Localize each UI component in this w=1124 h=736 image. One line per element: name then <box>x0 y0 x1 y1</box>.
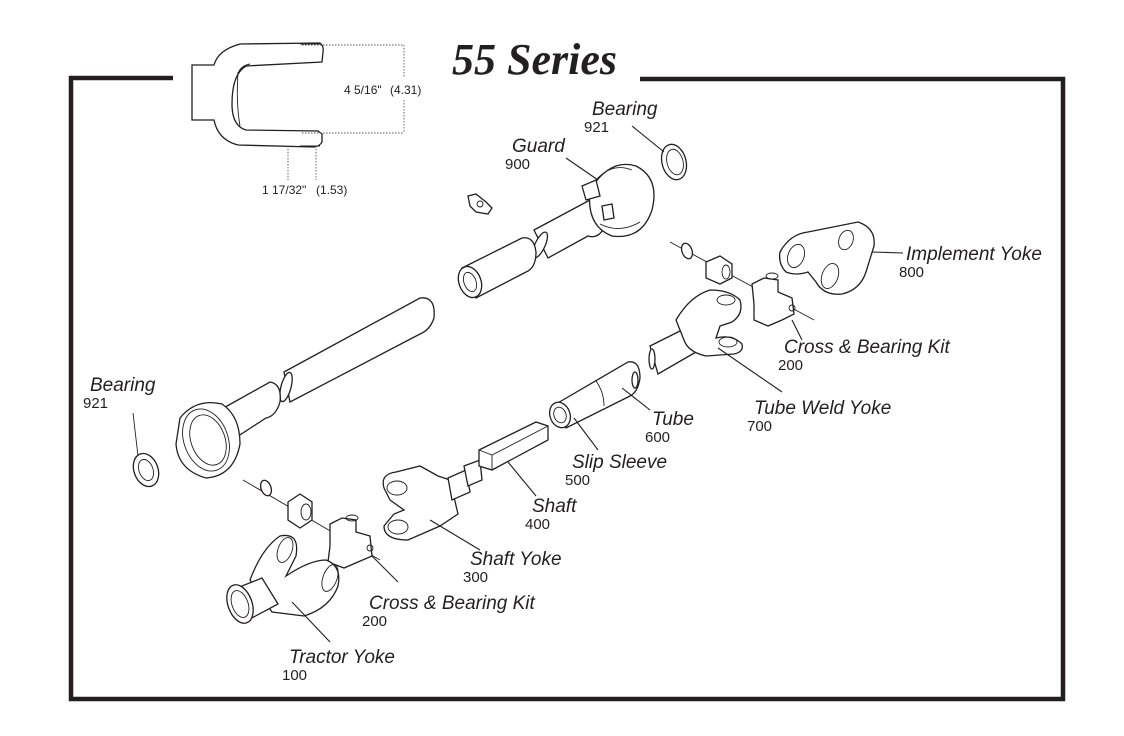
slip-sleeve-tube-drawing <box>548 361 641 429</box>
diagram-title: 55 Series <box>452 35 617 84</box>
leader-lines <box>291 125 904 643</box>
part-label-implement-yoke: Implement Yoke <box>906 244 1042 265</box>
part-number-shaft: 400 <box>525 516 551 533</box>
cross-bearing-kit-left-drawing <box>242 479 381 569</box>
implement-yoke-drawing <box>778 221 875 295</box>
part-label-tube: Tube <box>652 409 694 430</box>
bearing-921-top-drawing <box>660 143 688 181</box>
part-number-cross-bearing-kit-right: 200 <box>778 357 804 374</box>
dimension-height-fraction: 4 5/16" <box>344 83 382 97</box>
part-label-shaft: Shaft <box>532 496 577 517</box>
shaft-drawing <box>478 421 549 471</box>
part-label-tractor-yoke: Tractor Yoke <box>289 647 395 668</box>
part-number-tractor-yoke: 100 <box>282 667 308 684</box>
dimension-width-fraction: 1 17/32" <box>262 183 307 197</box>
dimension-width-decimal: (1.53) <box>316 183 348 197</box>
part-label-bearing-left: Bearing <box>90 375 156 396</box>
dimension-height-decimal: (4.31) <box>390 83 422 97</box>
part-number-shaft-yoke: 300 <box>463 569 489 586</box>
frame-border <box>68 75 1066 702</box>
part-label-cross-bearing-kit-right: Cross & Bearing Kit <box>784 337 950 358</box>
bearing-921-left-drawing <box>132 412 160 488</box>
tube-weld-yoke-drawing <box>648 289 743 375</box>
tractor-yoke-drawing <box>226 534 340 624</box>
shaft-yoke-drawing <box>382 459 483 541</box>
guard-tube-lower <box>279 297 435 403</box>
part-number-slip-sleeve: 500 <box>565 472 591 489</box>
part-number-implement-yoke: 800 <box>899 264 925 281</box>
part-label-cross-bearing-kit-left: Cross & Bearing Kit <box>369 593 535 614</box>
part-label-bearing-top: Bearing <box>592 99 658 120</box>
part-number-cross-bearing-kit-left: 200 <box>362 613 388 630</box>
cross-bearing-kit-right-drawing <box>669 241 815 327</box>
part-number-guard: 900 <box>505 156 531 173</box>
part-label-guard: Guard <box>512 136 565 157</box>
clip-part <box>467 193 493 215</box>
part-number-bearing-top: 921 <box>584 119 610 136</box>
part-number-tube-weld-yoke: 700 <box>747 418 773 435</box>
yoke-dimension-drawing <box>191 42 405 180</box>
part-label-tube-weld-yoke: Tube Weld Yoke <box>754 398 892 419</box>
part-number-bearing-left: 921 <box>83 395 109 412</box>
guard-tube-upper <box>457 237 537 299</box>
part-label-slip-sleeve: Slip Sleeve <box>572 452 668 473</box>
guard-900-drawing <box>531 163 655 259</box>
guard-left-drawing <box>175 381 281 479</box>
part-number-tube: 600 <box>645 429 671 446</box>
part-label-shaft-yoke: Shaft Yoke <box>470 549 562 570</box>
